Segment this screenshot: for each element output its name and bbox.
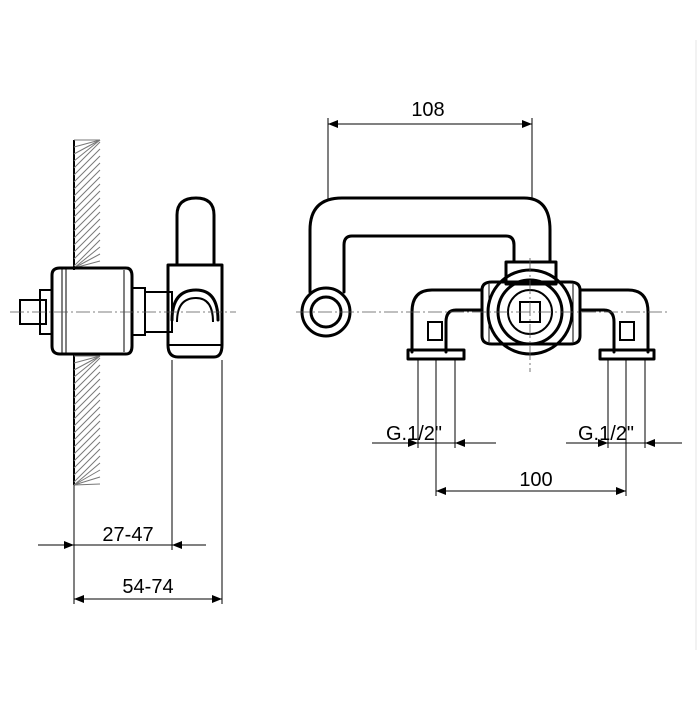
dimension-right-thread: G.1/2" [566, 423, 682, 447]
dim-label-108: 108 [411, 99, 444, 121]
mixer-central-body [480, 280, 582, 346]
spout-side-body [166, 263, 224, 359]
hatch-line [73, 162, 101, 190]
hatch-line [73, 232, 101, 260]
hatch-line [73, 427, 101, 455]
hatch-line [73, 483, 101, 486]
hatch-line [73, 462, 101, 486]
hatch-line [73, 355, 101, 378]
right-arm-inner [578, 308, 616, 354]
mixer-neck [504, 260, 558, 286]
hatch-line [73, 392, 101, 420]
wall-hatch-top [73, 139, 101, 269]
dimension-100: 100 [436, 469, 626, 495]
hatch-line [73, 141, 101, 169]
hatch-line [73, 169, 101, 197]
left-connector-base [406, 348, 466, 361]
hatch-line [73, 434, 101, 462]
front-view: 108 [296, 99, 682, 496]
hatch-line [73, 139, 101, 162]
spout-arc [170, 288, 220, 322]
hatch-line [73, 399, 101, 427]
right-arm-window [619, 321, 635, 341]
right-connector-base [598, 348, 656, 361]
hatch-line [73, 355, 101, 371]
dim-label-54-74: 54-74 [122, 576, 173, 598]
dimension-108: 108 [327, 99, 533, 200]
hatch-line [73, 239, 101, 267]
hatch-line [73, 218, 101, 246]
left-arm-window [427, 321, 443, 341]
hatch-line [73, 406, 101, 434]
wall-section [73, 139, 101, 486]
hatch-line [73, 139, 101, 148]
left-arm-inner [444, 308, 484, 354]
hatch-line [73, 455, 101, 483]
hatch-line [73, 204, 101, 232]
dimension-left-thread: G.1/2" [372, 423, 496, 447]
thread-label-left: G.1/2" [386, 423, 442, 445]
hatch-line [73, 246, 101, 269]
spout-inner [342, 234, 516, 294]
hatch-line [73, 476, 101, 486]
wall-hatch-bottom [73, 355, 101, 486]
spout-side-upper [175, 196, 216, 267]
thread-label-right: G.1/2" [578, 423, 634, 445]
hatch-line [73, 378, 101, 406]
spout-outer [308, 196, 552, 294]
hatch-line [73, 139, 101, 155]
dimension-54-74: 54-74 [74, 576, 222, 603]
hatch-line [73, 420, 101, 448]
side-view: 27-47 54-74 [10, 139, 236, 604]
hatch-line [73, 176, 101, 204]
dim-label-27-47: 27-47 [102, 524, 153, 546]
hatch-line [73, 253, 101, 269]
dimension-27-47: 27-47 [38, 524, 206, 549]
hatch-line [73, 148, 101, 176]
hatch-line [73, 448, 101, 476]
hatch-line [73, 211, 101, 239]
hatch-line [73, 197, 101, 225]
valve-body [50, 266, 134, 356]
hatch-line [73, 355, 101, 364]
hatch-line [73, 190, 101, 218]
hatch-line [73, 441, 101, 469]
hatch-line [73, 364, 101, 392]
hatch-line [73, 371, 101, 399]
hatch-line [73, 183, 101, 211]
hatch-line [73, 357, 101, 385]
hatch-line [73, 413, 101, 441]
hatch-line [73, 385, 101, 413]
hatch-line [73, 225, 101, 253]
dim-label-100: 100 [519, 469, 552, 491]
hatch-line [73, 469, 101, 486]
hatch-line [73, 155, 101, 183]
